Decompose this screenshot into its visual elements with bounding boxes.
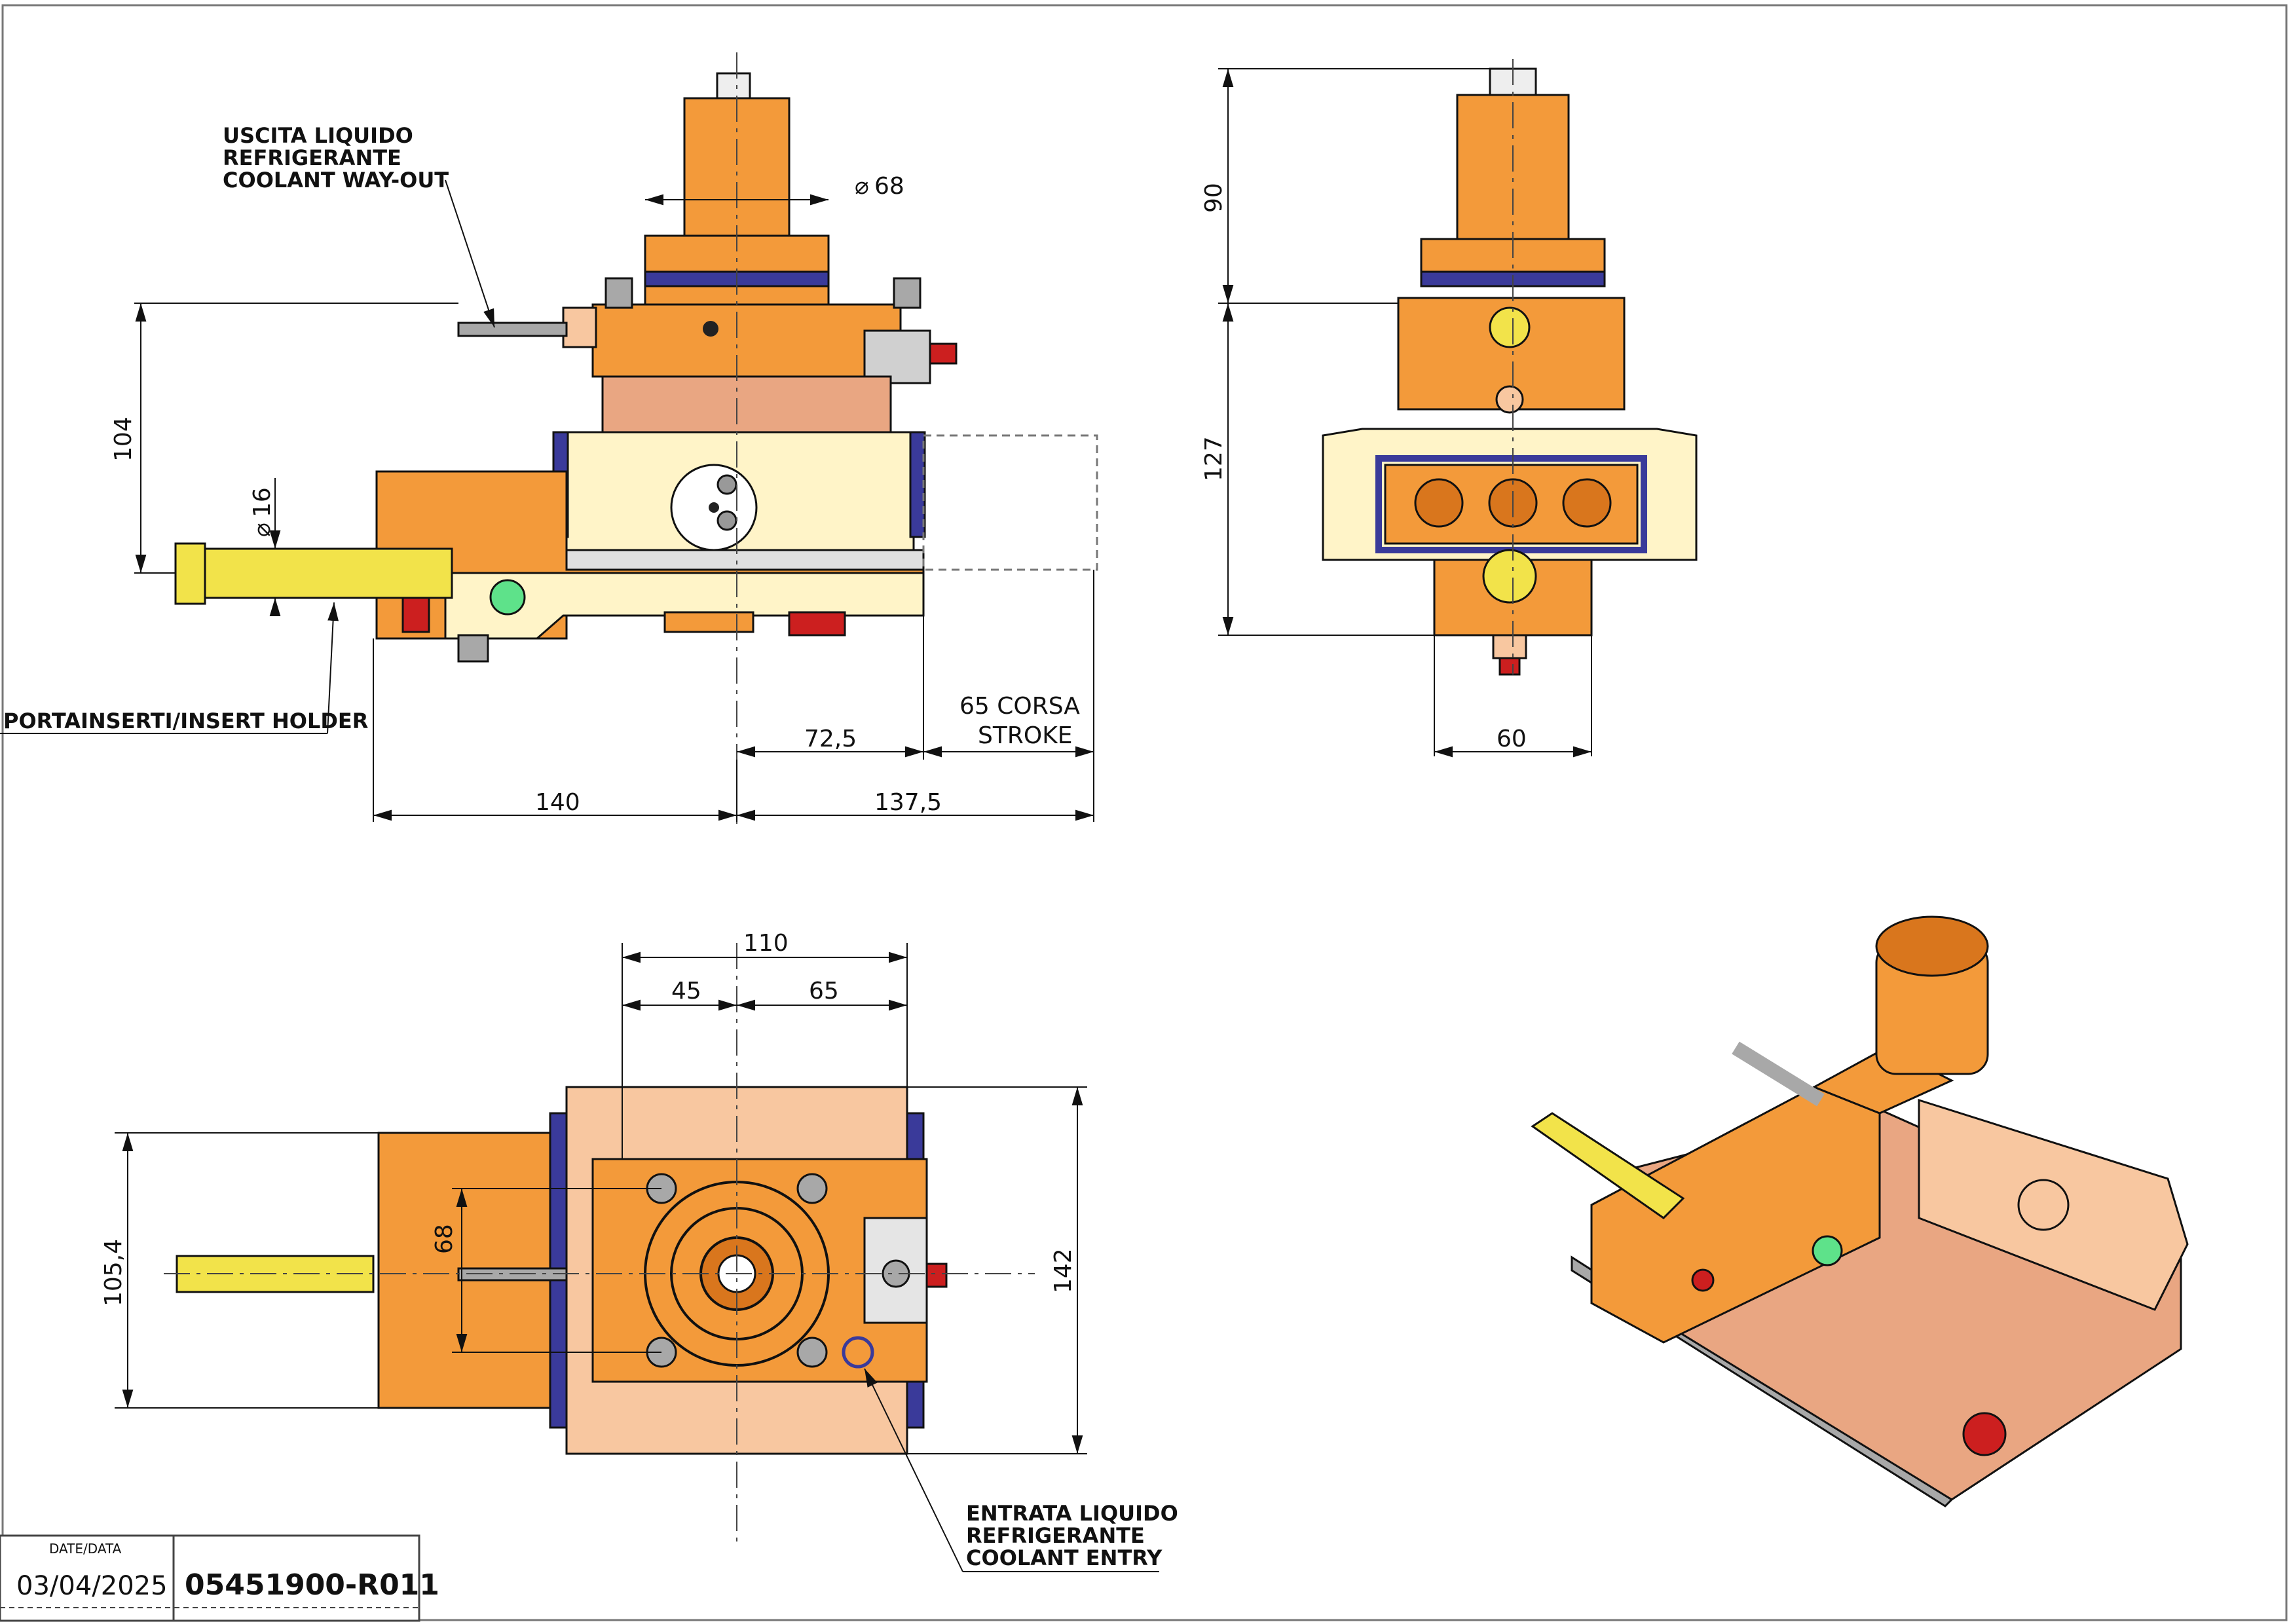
note-coolant-entry-2: REFRIGERANTE <box>966 1523 1145 1548</box>
note-coolant-out-1: USCITA LIQUIDO <box>223 123 413 148</box>
top-bolt-4 <box>796 1337 828 1368</box>
front-dimension-text: 90 127 60 <box>1200 183 1527 752</box>
dim-h68: 68 <box>431 1224 458 1254</box>
iso-motor-top <box>1875 915 1989 977</box>
iso-red-plug <box>1691 1268 1715 1292</box>
upper-block <box>591 303 902 378</box>
spindle-hole-b <box>716 510 737 531</box>
front-port-3 <box>1562 478 1612 528</box>
iso-green-indicator <box>1812 1235 1843 1266</box>
spindle-hole-a <box>716 474 737 495</box>
neck-block <box>601 375 892 434</box>
top-dimension-text: 110 45 65 105,4 68 142 <box>100 930 1077 1306</box>
iso-red-nut <box>1962 1412 2007 1456</box>
top-coolant-entry-port <box>842 1336 874 1369</box>
top-red-plug <box>925 1263 948 1288</box>
dim-w45: 45 <box>671 978 701 1005</box>
title-block-frame <box>0 1534 420 1622</box>
note-coolant-out-3: COOLANT WAY-OUT <box>223 168 449 193</box>
side-screw-right <box>893 277 921 309</box>
dim-h142: 142 <box>1050 1248 1077 1293</box>
dim-w60: 60 <box>1497 726 1527 752</box>
body-rail <box>565 549 925 571</box>
front-view <box>1322 59 1698 676</box>
drawing-number: 05451900-R011 <box>185 1568 439 1602</box>
dim-d16: 16 <box>249 487 276 517</box>
front-red-plug <box>1498 657 1521 676</box>
iso-coolant-tube <box>1732 1041 1825 1107</box>
note-coolant-entry-1: ENTRATA LIQUIDO <box>966 1501 1178 1526</box>
note-insert-holder: PORTAINSERTI/INSERT HOLDER <box>3 709 368 733</box>
insert-tip <box>174 542 206 605</box>
dim-d68-symbol: ⌀ <box>855 173 869 200</box>
side-screw-left <box>605 277 633 309</box>
side-plate <box>863 329 931 384</box>
coolant-fitting <box>562 306 597 348</box>
note-coolant-out-2: REFRIGERANTE <box>223 145 401 170</box>
body-seal-right <box>909 431 926 538</box>
dim-w137: 137,5 <box>874 789 942 816</box>
slide-base <box>444 572 925 640</box>
side-dimensions <box>0 179 1094 822</box>
dim-h104: 104 <box>110 416 137 462</box>
dim-h105: 105,4 <box>100 1239 127 1306</box>
front-dimensions <box>1218 68 1592 758</box>
side-notes: USCITA LIQUIDO REFRIGERANTE COOLANT WAY-… <box>3 123 449 733</box>
spindle-hole-c <box>709 502 719 513</box>
note-coolant-entry-3: COOLANT ENTRY <box>966 1545 1163 1570</box>
dim-w140: 140 <box>535 789 580 816</box>
dim-stroke-line2: STROKE <box>978 722 1073 749</box>
dim-h127: 127 <box>1200 436 1227 481</box>
dim-h90: 90 <box>1200 183 1227 213</box>
front-hex-screw <box>1495 385 1524 414</box>
insert-holder-shank <box>195 547 453 599</box>
dim-d16-symbol: ⌀ <box>249 523 276 537</box>
red-plug-left <box>401 591 430 633</box>
dim-stroke-line1: 65 CORSA <box>959 693 1080 720</box>
dim-d68: 68 <box>874 173 904 200</box>
front-insert-holder <box>1482 549 1537 604</box>
coolant-tube <box>457 322 568 337</box>
top-notes: ENTRATA LIQUIDO REFRIGERANTE COOLANT ENT… <box>966 1501 1178 1570</box>
sheet-border <box>1 4 2288 1621</box>
bottom-red-nut <box>788 611 846 637</box>
date-value: 03/04/2025 <box>16 1571 168 1601</box>
title-block: DATE/DATA 03/04/2025 05451900-R011 <box>0 1534 439 1622</box>
dim-w72: 72,5 <box>804 726 857 752</box>
isometric-view <box>1531 915 2189 1507</box>
top-bolt-2 <box>796 1173 828 1204</box>
green-indicator <box>489 579 526 616</box>
dim-w65: 65 <box>809 978 839 1005</box>
bottom-pad <box>663 611 754 633</box>
dim-w110: 110 <box>743 930 789 957</box>
top-dimensions <box>115 943 1159 1572</box>
red-plug-top <box>929 342 958 365</box>
front-hex-fitting <box>1489 306 1531 348</box>
bottom-screw <box>457 634 489 663</box>
side-view <box>174 52 1098 825</box>
upper-hole <box>703 321 718 337</box>
iso-spindle-disc <box>2017 1179 2070 1231</box>
top-view <box>164 943 1035 1545</box>
date-label: DATE/DATA <box>49 1541 122 1557</box>
motor-cap <box>716 72 751 101</box>
front-port-1 <box>1414 478 1464 528</box>
stroke-phantom <box>922 434 1098 571</box>
side-dimension-text: ⌀ 68 104 ⌀ 16 140 137,5 72,5 65 CORSA ST… <box>110 173 1080 816</box>
iso-insert-holder <box>1531 1112 1685 1219</box>
front-bottom-screw <box>1492 634 1527 659</box>
